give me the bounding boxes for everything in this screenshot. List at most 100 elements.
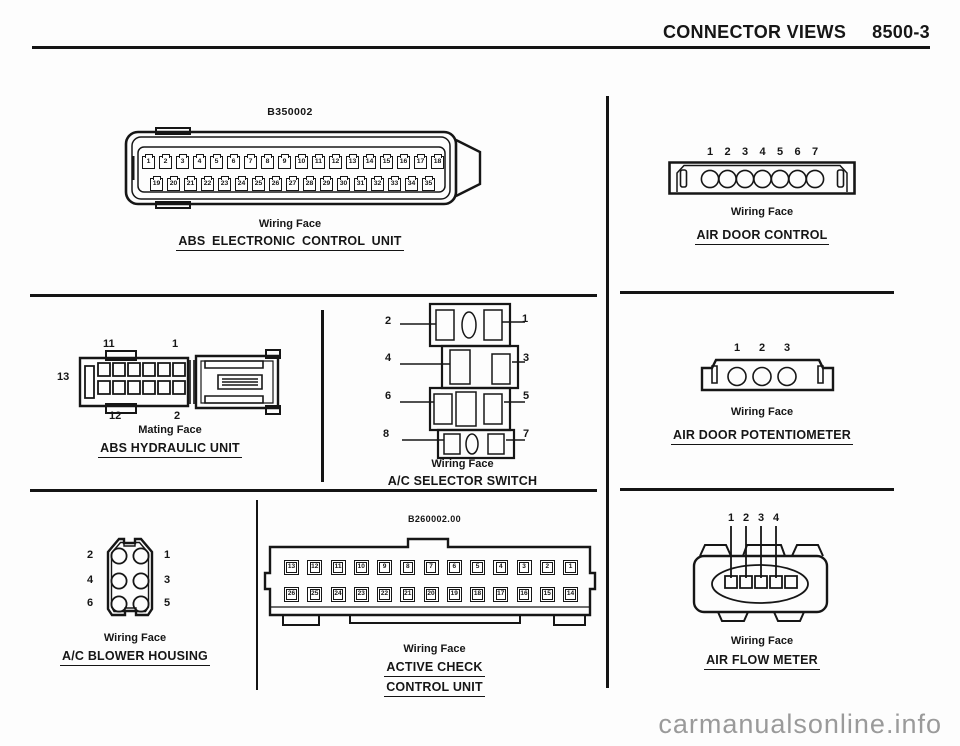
pin-number: 1 — [727, 512, 735, 524]
pin: 13 — [346, 156, 359, 169]
air-door-pot-pin-numbers: 1 2 3 — [731, 342, 793, 354]
pin: 22 — [377, 587, 392, 602]
pin: 4 — [493, 560, 509, 575]
pin-number: 7 — [811, 146, 819, 158]
air-flow-name: AIR FLOW METER — [622, 653, 902, 670]
pin-label-4: 4 — [87, 574, 94, 586]
pin-label-11: 11 — [103, 338, 115, 350]
pin-number: 5 — [776, 146, 784, 158]
pin: 18 — [431, 156, 444, 169]
abs-hydraulic-connector-drawing — [78, 348, 283, 416]
pin-number: 2 — [758, 342, 766, 354]
pin: 17 — [493, 587, 509, 602]
air-door-pot-name: AIR DOOR POTENTIOMETER — [622, 428, 902, 445]
pin: 14 — [363, 156, 376, 169]
connector-ac-blower: 2 4 6 1 3 5 Wiring Face A/C BLOWER HOUSI… — [40, 530, 240, 675]
pin: 7 — [423, 560, 439, 575]
ac-blower-name: A/C BLOWER HOUSING — [40, 649, 230, 666]
pin: 3 — [176, 156, 189, 169]
active-check-face-label: Wiring Face — [403, 643, 466, 655]
connector-ac-selector: 2 4 6 8 1 3 5 7 — [370, 298, 580, 493]
pin-label-1: 1 — [522, 313, 529, 325]
pin-label-2: 2 — [385, 315, 392, 327]
pin: 10 — [295, 156, 308, 169]
air-door-control-name: AIR DOOR CONTROL — [622, 228, 902, 245]
watermark: carmanualsonline.info — [658, 709, 942, 739]
ac-selector-face-label: Wiring Face — [431, 458, 494, 470]
divider-left-2 — [30, 489, 597, 492]
pin: 15 — [380, 156, 393, 169]
pin: 33 — [388, 178, 401, 191]
pin: 6 — [446, 560, 462, 575]
pin-label-7: 7 — [523, 428, 530, 440]
pin-number: 1 — [733, 342, 741, 354]
header-rule — [32, 46, 930, 49]
pin: 24 — [330, 587, 346, 602]
ac-selector-connector-drawing — [395, 302, 525, 464]
pin-label-2: 2 — [174, 410, 181, 422]
pin: 15 — [539, 587, 555, 602]
pin: 16 — [516, 587, 532, 602]
pin-number: 6 — [794, 146, 801, 158]
pin-number: 3 — [741, 146, 749, 158]
pin: 29 — [320, 178, 333, 191]
page-title: CONNECTOR VIEWS — [662, 22, 847, 42]
air-flow-connector-drawing — [688, 524, 838, 624]
abs-ecu-face-label: Wiring Face — [258, 218, 322, 230]
pin-number: 4 — [759, 146, 766, 158]
pin: 9 — [278, 156, 291, 169]
pin-label-5: 5 — [523, 390, 530, 402]
pin: 30 — [337, 178, 350, 191]
air-door-control-connector-drawing — [668, 161, 857, 196]
pin-number: 4 — [772, 512, 780, 524]
pin-label-6: 6 — [87, 597, 94, 609]
divider-right-1 — [620, 291, 894, 294]
pin: 19 — [150, 178, 163, 191]
page-number: 8500-3 — [872, 22, 930, 42]
pin: 2 — [159, 156, 172, 169]
pin-label-8: 8 — [383, 428, 390, 440]
pin-label-3: 3 — [164, 574, 171, 586]
ac-blower-connector-drawing — [98, 535, 162, 621]
pin: 8 — [261, 156, 274, 169]
divider-left-1 — [30, 294, 597, 297]
pin: 31 — [354, 178, 367, 191]
pin: 11 — [330, 560, 346, 575]
pin: 35 — [422, 178, 435, 191]
pin: 2 — [539, 560, 555, 575]
ac-blower-face-label: Wiring Face — [103, 632, 167, 644]
pin: 34 — [405, 178, 418, 191]
pin: 18 — [470, 587, 485, 602]
pin: 5 — [210, 156, 223, 169]
pin: 19 — [446, 587, 462, 602]
divider-vertical-mid — [321, 310, 324, 482]
active-check-connector-drawing — [262, 535, 602, 628]
pin: 23 — [218, 178, 231, 191]
active-check-code: B260002.00 — [407, 514, 462, 524]
active-check-name-line2: CONTROL UNIT — [262, 680, 607, 697]
abs-ecu-connector-drawing — [124, 126, 486, 210]
pin: 5 — [470, 560, 485, 575]
air-door-control-face-label: Wiring Face — [730, 206, 794, 218]
pin: 1 — [563, 560, 578, 575]
pin: 4 — [193, 156, 206, 169]
pin: 26 — [284, 587, 299, 602]
pin-label-1: 1 — [172, 338, 179, 350]
pin: 12 — [307, 560, 323, 575]
pin: 28 — [303, 178, 316, 191]
pin: 7 — [244, 156, 257, 169]
pin: 11 — [312, 156, 325, 169]
abs-ecu-code: B350002 — [267, 106, 313, 118]
pin: 6 — [227, 156, 240, 169]
pin: 8 — [400, 560, 416, 575]
pin-number: 3 — [783, 342, 791, 354]
pin-label-1: 1 — [164, 549, 171, 561]
